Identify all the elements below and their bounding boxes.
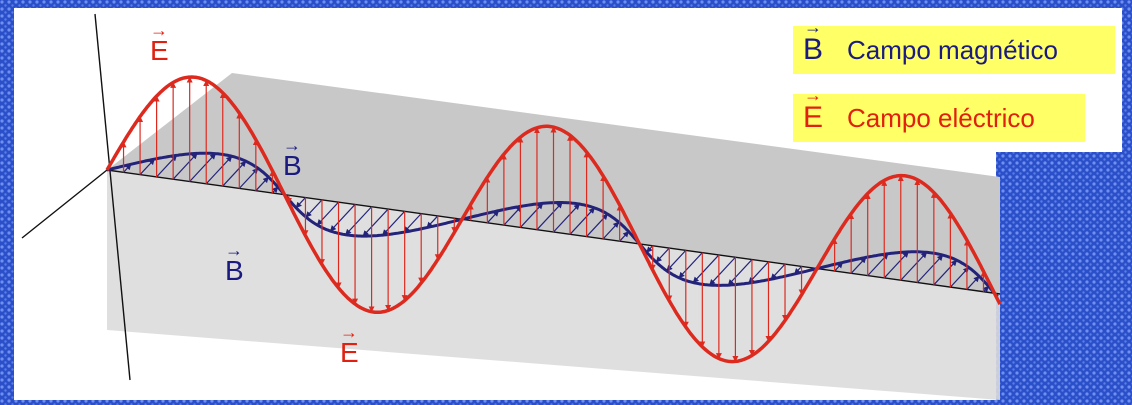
magnetic-vector-arrow [172,152,198,180]
magnetic-vector-arrow [238,167,259,189]
legend-electric-symbol: → E [793,85,833,135]
magnetic-vector-arrow [770,263,786,280]
magnetic-vector-arrow [883,251,909,279]
b-field-label-right-arrow: → [283,135,301,155]
magnetic-vector-arrow [139,158,155,176]
magnetic-vector-arrow [586,213,608,238]
legend-electric-text: Campo eléctrico [847,102,1035,133]
legend-magnetic-letter: B [802,33,823,66]
legend-magnetic-arrow: → [804,17,822,37]
magnetic-vector-arrow [295,197,306,209]
magnetic-vector-arrow [900,251,928,281]
magnetic-vector-arrow [916,254,944,283]
legend-electric-letter: E [802,101,823,134]
magnetic-wave-curve [106,151,999,298]
magnetic-vector-arrow [536,202,563,231]
magnetic-field-wave [106,151,999,298]
magnetic-vector-arrow [222,160,247,187]
magnetic-vector-arrow [503,205,522,226]
magnetic-vector-arrow [205,155,233,185]
electric-wave-curve [105,75,1002,364]
magnetic-vector-arrow [678,252,703,279]
e-field-label-bottom: E [340,337,359,368]
magnetic-vector-arrow [619,231,630,242]
magnetic-vector-arrow [569,207,595,235]
magnetic-vector-arrow [727,259,753,286]
depth-axis [21,169,108,239]
magnetic-vector-arrow [850,256,867,274]
magnetic-vector-arrow [933,259,958,286]
magnetic-vector-arrow [189,153,216,182]
b-field-label-left-arrow: → [225,240,243,260]
magnetic-vector-arrow [519,202,544,228]
magnetic-vector-arrow [655,247,670,263]
magnetic-vector-arrow [329,204,356,232]
magnetic-vector-arrow [345,206,373,236]
magnetic-vector-arrow [382,210,406,236]
magnetic-vector-arrow [602,221,620,240]
legend-electric-field: → E Campo eléctrico [793,85,1085,142]
magnetic-vector-arrow [553,203,580,233]
vertical-axis [94,13,131,381]
magnetic-vector-arrow [666,249,687,272]
legend-magnetic-field: → B Campo magnético [793,17,1115,74]
magnetic-vector-arrow [362,208,389,237]
e-field-label-top-arrow: → [150,20,168,40]
legend-magnetic-symbol: → B [793,17,833,67]
magnetic-vector-arrow [316,201,339,226]
magnetic-vector-arrow [305,199,323,218]
b-field-label-right: B [283,150,302,181]
magnetic-vector-arrow [949,266,970,288]
magnetic-vector-arrow [709,256,736,286]
magnetic-vector-arrow [255,176,269,192]
e-field-label-top: E [150,35,169,66]
electric-field-wave [105,75,1002,364]
magnetic-vector-arrow [486,210,500,224]
legend-magnetic-text: Campo magnético [847,34,1058,65]
magnetic-vector-arrow [403,213,422,233]
b-field-label-left: B [225,255,244,286]
wave-labels: E → B → B → E → [150,20,359,368]
magnetic-vector-arrow [966,275,980,290]
magnetic-vector-arrow [692,254,720,284]
e-field-label-bottom-arrow: → [340,322,358,342]
legend-electric-arrow: → [804,85,822,105]
